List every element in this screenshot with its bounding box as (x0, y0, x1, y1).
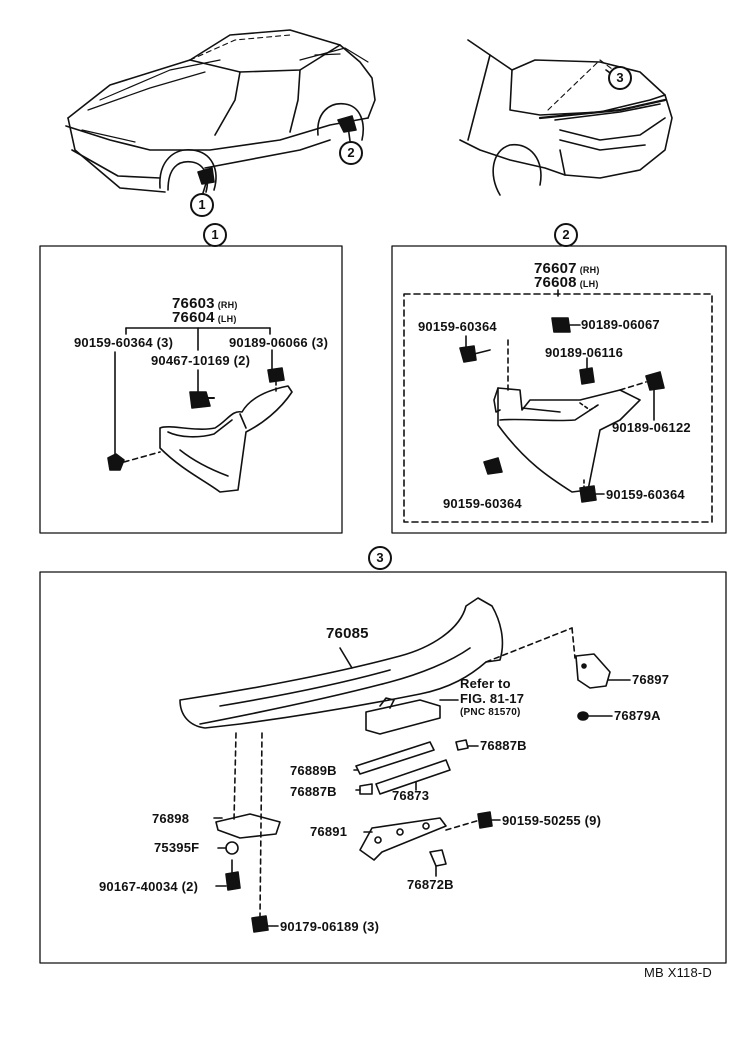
p1-part-rh-number: 76603 (172, 295, 215, 312)
p3-label-75395f: 75395F (154, 840, 200, 855)
p1-part-lh: 76604(LH) (172, 310, 237, 327)
p3-label-90167-40034: 90167-40034 (2) (99, 879, 199, 894)
p3-label-76873: 76873 (392, 788, 430, 803)
panel-1 (39, 245, 343, 534)
p2-part-lh-number: 76608 (534, 274, 577, 291)
callout-3-rear: 3 (608, 66, 632, 90)
p2-part-rh: 76607(RH) (534, 261, 600, 278)
p3-label-76898: 76898 (152, 811, 190, 826)
p3-refer-line1: Refer to (460, 676, 511, 691)
p2-label-1: 90159-60364 (418, 319, 497, 334)
callout-2-front: 2 (339, 141, 363, 165)
rear-car-illustration (459, 39, 673, 196)
p3-label-90179-06189: 90179-06189 (3) (280, 919, 380, 934)
panel-3 (39, 571, 727, 964)
p1-label-2: 90467-10169 (2) (151, 353, 251, 368)
p3-label-76891: 76891 (310, 824, 348, 839)
p2-label-5: 90159-60364 (606, 487, 685, 502)
p1-label-1: 90159-60364 (3) (74, 335, 174, 350)
callout-3-panel: 3 (368, 546, 392, 570)
p2-rh-tag: (RH) (579, 265, 600, 275)
p1-lh-tag: (LH) (217, 314, 237, 324)
p3-label-76897: 76897 (632, 672, 670, 687)
p3-refer-line2: FIG. 81-17 (460, 691, 525, 706)
callout-1-front: 1 (190, 193, 214, 217)
front-car-illustration (65, 29, 376, 194)
p2-part-lh: 76608(LH) (534, 275, 599, 292)
p2-lh-tag: (LH) (579, 279, 599, 289)
p3-label-76872b: 76872B (407, 877, 454, 892)
p1-part-rh: 76603(RH) (172, 296, 238, 313)
p3-refer-line3: (PNC 81570) (460, 707, 521, 718)
p2-label-2: 90189-06067 (581, 317, 660, 332)
p1-label-3: 90189-06066 (3) (229, 335, 329, 350)
callout-1-panel: 1 (203, 223, 227, 247)
p3-label-76887b-top: 76887B (480, 738, 527, 753)
callout-2-panel: 2 (554, 223, 578, 247)
p3-label-76879a: 76879A (614, 708, 661, 723)
p3-label-76887b-bottom: 76887B (290, 784, 337, 799)
p2-part-rh-number: 76607 (534, 260, 577, 277)
figure-code: MB X118-D (644, 965, 713, 980)
p2-label-3: 90189-06116 (545, 345, 624, 360)
p1-part-lh-number: 76604 (172, 309, 215, 326)
panel-2 (391, 245, 727, 534)
p2-label-6: 90159-60364 (443, 496, 522, 511)
p2-label-4: 90189-06122 (612, 420, 691, 435)
p3-label-76889b: 76889B (290, 763, 337, 778)
p3-spoiler-label: 76085 (326, 625, 369, 642)
p3-label-90159-50255: 90159-50255 (9) (502, 813, 602, 828)
p1-rh-tag: (RH) (217, 300, 238, 310)
